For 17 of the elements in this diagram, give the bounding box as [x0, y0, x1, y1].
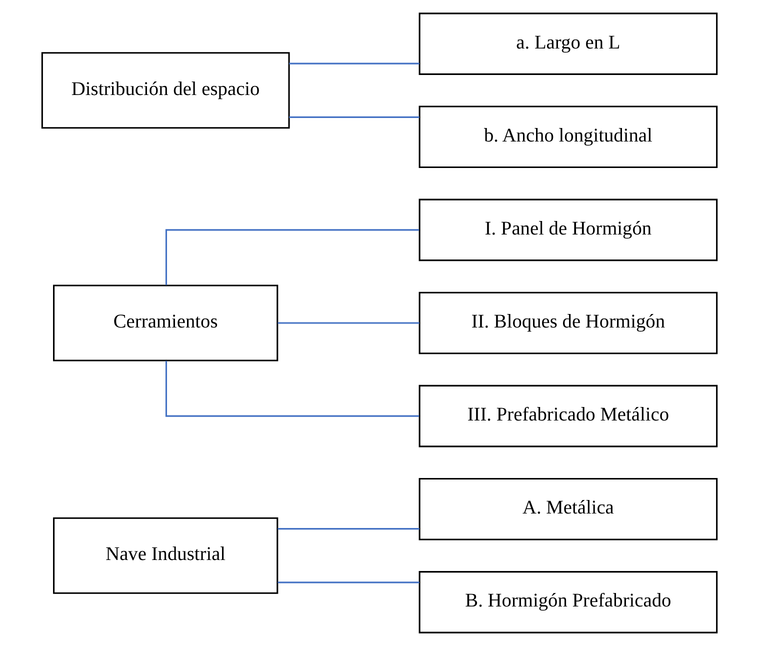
connector — [289, 116, 420, 118]
node-box: Nave Industrial — [53, 517, 278, 594]
node-box: I. Panel de Hormigón — [418, 198, 718, 262]
connector — [165, 360, 420, 417]
connector — [289, 62, 420, 64]
node-box: III. Prefabricado Metálico — [418, 384, 718, 448]
node-box: Cerramientos — [53, 284, 278, 362]
connector — [165, 229, 420, 286]
node-box: B. Hormigón Prefabricado — [418, 571, 718, 634]
node-box: a. Largo en L — [418, 12, 718, 75]
node-box: Distribución del espacio — [41, 52, 290, 129]
node-box: A. Metálica — [418, 478, 718, 540]
node-box: II. Bloques de Hormigón — [418, 292, 718, 354]
connector — [278, 322, 420, 324]
connector — [278, 528, 420, 530]
node-box: b. Ancho longitudinal — [418, 106, 718, 168]
connector — [278, 582, 420, 584]
